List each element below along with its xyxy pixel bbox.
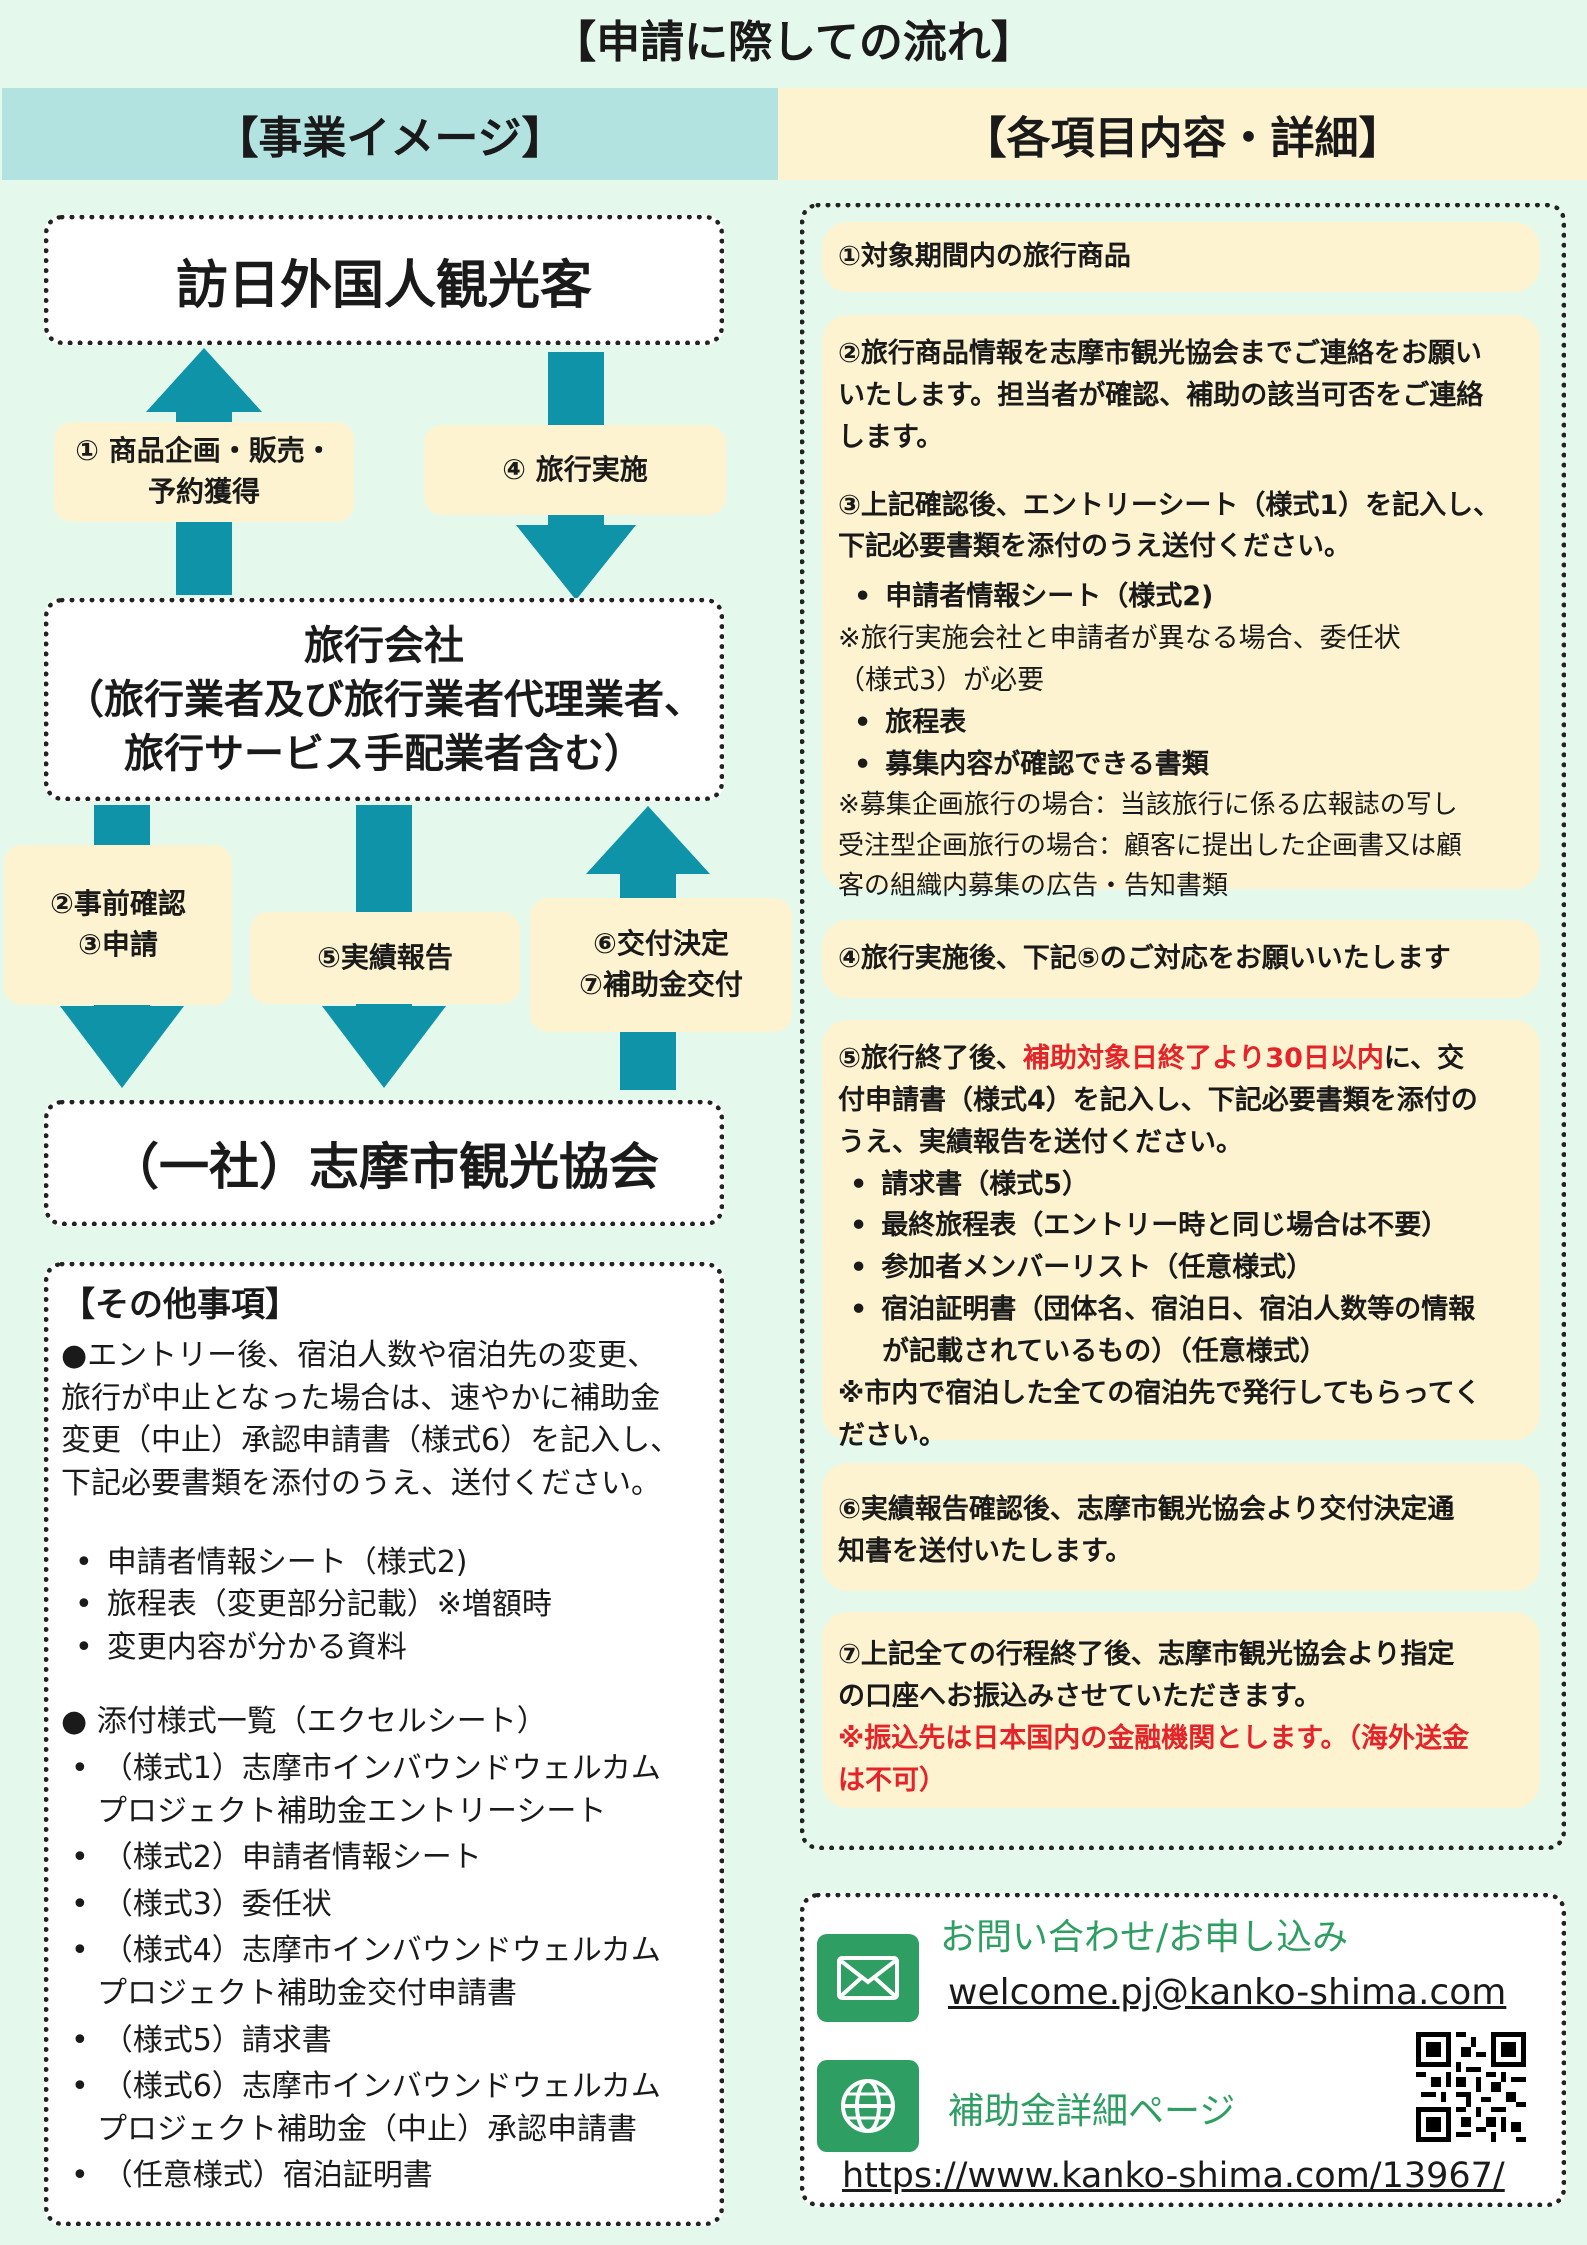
qr-code[interactable]	[1416, 2032, 1526, 2142]
list-item: 参加者メンバーリスト（任意様式）	[838, 1247, 1524, 1289]
step-label-23: ②事前確認 ③申請	[4, 845, 232, 1005]
forms-heading: ● 添付様式一覧（エクセルシート）	[61, 1701, 705, 1744]
card6-warning: は不可）	[838, 1764, 946, 1796]
step-label-1-line1: ① 商品企画・販売・	[75, 434, 333, 468]
step-label-5: ⑤実績報告	[250, 912, 520, 1004]
list-item: 請求書（様式5）	[838, 1164, 1524, 1206]
deadline-text: 補助対象日終了より30日以内	[1022, 1043, 1384, 1074]
tourists-box: 訪日外国人観光客	[44, 215, 724, 345]
step-label-1-line2: 予約獲得	[147, 475, 260, 508]
other-notes-box: 【その他事項】 ●エントリー後、宿泊人数や宿泊先の変更、 旅行が中止となった場合…	[44, 1262, 724, 2226]
other-heading: 【その他事項】	[61, 1285, 299, 1325]
other-paragraph: ●エントリー後、宿泊人数や宿泊先の変更、 旅行が中止となった場合は、速やかに補助…	[61, 1335, 705, 1505]
detail-card-3: ④旅行実施後、下記⑤のご対応をお願いいたします	[822, 920, 1540, 998]
agency-line2: （旅行業者及び旅行業者代理業者、	[64, 676, 704, 723]
agency-line3: 旅行サービス手配業者含む）	[124, 730, 644, 777]
card4-note: ださい。	[838, 1419, 946, 1451]
list-item: （様式3）委任状	[71, 1884, 705, 1927]
card4-note: ※市内で宿泊した全ての宿泊先で発行してもらってく	[838, 1377, 1481, 1409]
card2-note: ※旅行実施会社と申請者が異なる場合、委任状	[838, 623, 1401, 655]
page-title: 【申請に際しての流れ】	[552, 17, 1035, 68]
globe-icon	[817, 2060, 919, 2152]
list-item: （様式5）請求書	[71, 2020, 705, 2063]
other-para-line4: 下記必要書類を添付のうえ、送付ください。	[61, 1466, 661, 1502]
step-label-67: ⑥交付決定 ⑦補助金交付	[530, 898, 792, 1032]
card2-note: （様式3）が必要	[838, 664, 1045, 696]
list-item: （様式2）申請者情報シート	[71, 1837, 705, 1880]
detail-card-1: ①対象期間内の旅行商品	[822, 222, 1540, 292]
other-para-line2: 旅行が中止となった場合は、速やかに補助金	[61, 1380, 661, 1416]
detail-card-6: ⑦上記全ての行程終了後、志摩市観光協会より指定 の口座へお振込みさせていただきま…	[822, 1612, 1540, 1808]
list-item: 申請者情報シート（様式2)	[838, 576, 1524, 618]
card5-line: ⑥実績報告確認後、志摩市観光協会より交付決定通	[838, 1494, 1455, 1525]
card2-line: ③上記確認後、エントリーシート（様式1）を記入し、	[838, 489, 1501, 521]
card4-first-line: ⑤旅行終了後、補助対象日終了より30日以内に、交	[838, 1043, 1465, 1074]
card6-line: ⑦上記全ての行程終了後、志摩市観光協会より指定	[838, 1639, 1455, 1670]
step-label-1: ① 商品企画・販売・ 予約獲得	[54, 422, 354, 522]
list-item: 変更内容が分かる資料	[75, 1627, 705, 1670]
shima-tourism-box: （一社）志摩市観光協会	[44, 1100, 724, 1226]
contact-title: お問い合わせ/お申し込み	[940, 1917, 1349, 1958]
list-item: 申請者情報シート（様式2)	[75, 1542, 705, 1585]
email-link[interactable]: welcome.pj@kanko-shima.com	[948, 1972, 1507, 2013]
black-circle-icon: ●	[61, 1338, 88, 1374]
card5-line: 知書を送付いたします。	[838, 1535, 1133, 1567]
travel-agency-box: 旅行会社 （旅行業者及び旅行業者代理業者、 旅行サービス手配業者含む）	[44, 598, 724, 801]
envelope-icon	[817, 1934, 919, 2022]
card2-line: します。	[838, 421, 944, 453]
other-para-line1: エントリー後、宿泊人数や宿泊先の変更、	[87, 1338, 658, 1374]
card2-note: ※募集企画旅行の場合：当該旅行に係る広報誌の写し	[838, 790, 1458, 821]
list-item: 募集内容が確認できる書類	[838, 744, 1524, 786]
detail-card-5: ⑥実績報告確認後、志摩市観光協会より交付決定通 知書を送付いたします。	[822, 1463, 1540, 1591]
forms-heading-text: 添付様式一覧（エクセルシート）	[96, 1704, 547, 1740]
card2-line: ②旅行商品情報を志摩市観光協会までご連絡をお願い	[838, 338, 1482, 369]
detail-page-title: 補助金詳細ページ	[948, 2091, 1236, 2132]
list-item: 最終旅程表（エントリー時と同じ場合は不要）	[838, 1205, 1524, 1247]
card2-line: 下記必要書類を添付のうえ送付ください。	[838, 531, 1351, 563]
agency-line1: 旅行会社	[304, 622, 464, 669]
card4-line: うえ、実績報告を送付ください。	[838, 1126, 1243, 1158]
step-label-67-line1: ⑥交付決定	[593, 927, 729, 961]
list-item: （任意様式）宿泊証明書	[71, 2155, 705, 2198]
step-label-23-line2: ③申請	[78, 928, 158, 961]
card2-line: いたします。担当者が確認、補助の該当可否をご連絡	[838, 379, 1484, 411]
left-header: 【事業イメージ】	[2, 88, 778, 180]
change-docs-list: 申請者情報シート（様式2) 旅程表（変更部分記載）※増額時 変更内容が分かる資料	[61, 1542, 705, 1670]
step-label-23-line1: ②事前確認	[50, 887, 186, 921]
list-item: 旅程表（変更部分記載）※増額時	[75, 1584, 705, 1627]
card4-line: 付申請書（様式4）を記入し、下記必要書類を添付の	[838, 1084, 1478, 1116]
detail-card-4: ⑤旅行終了後、補助対象日終了より30日以内に、交 付申請書（様式4）を記入し、下…	[822, 1020, 1540, 1451]
detail-url-link[interactable]: https://www.kanko-shima.com/13967/	[842, 2156, 1505, 2196]
detail-card-2: ②旅行商品情報を志摩市観光協会までご連絡をお願い いたします。担当者が確認、補助…	[822, 315, 1540, 901]
details-box	[800, 203, 1566, 1850]
card6-line: の口座へお振込みさせていただきます。	[838, 1680, 1322, 1712]
step-label-67-line2: ⑦補助金交付	[579, 968, 743, 1001]
black-circle-icon: ●	[61, 1704, 88, 1740]
right-header: 【各項目内容・詳細】	[778, 88, 1587, 180]
card2-note: 受注型企画旅行の場合：顧客に提出した企画書又は顧	[838, 830, 1463, 861]
list-item: 宿泊証明書（団体名、宿泊日、宿泊人数等の情報	[838, 1289, 1524, 1331]
card2-note: 客の組織内募集の広告・告知書類	[838, 871, 1229, 902]
other-para-line3: 変更（中止）承認申請書（様式6）を記入し、	[61, 1423, 681, 1459]
list-item: 旅程表	[838, 702, 1524, 744]
card6-warning: ※振込先は日本国内の金融機関とします。（海外送金	[838, 1722, 1470, 1754]
step-label-4: ④ 旅行実施	[424, 425, 726, 515]
list-item-continued: が記載されているもの）（任意様式）	[882, 1335, 1327, 1367]
